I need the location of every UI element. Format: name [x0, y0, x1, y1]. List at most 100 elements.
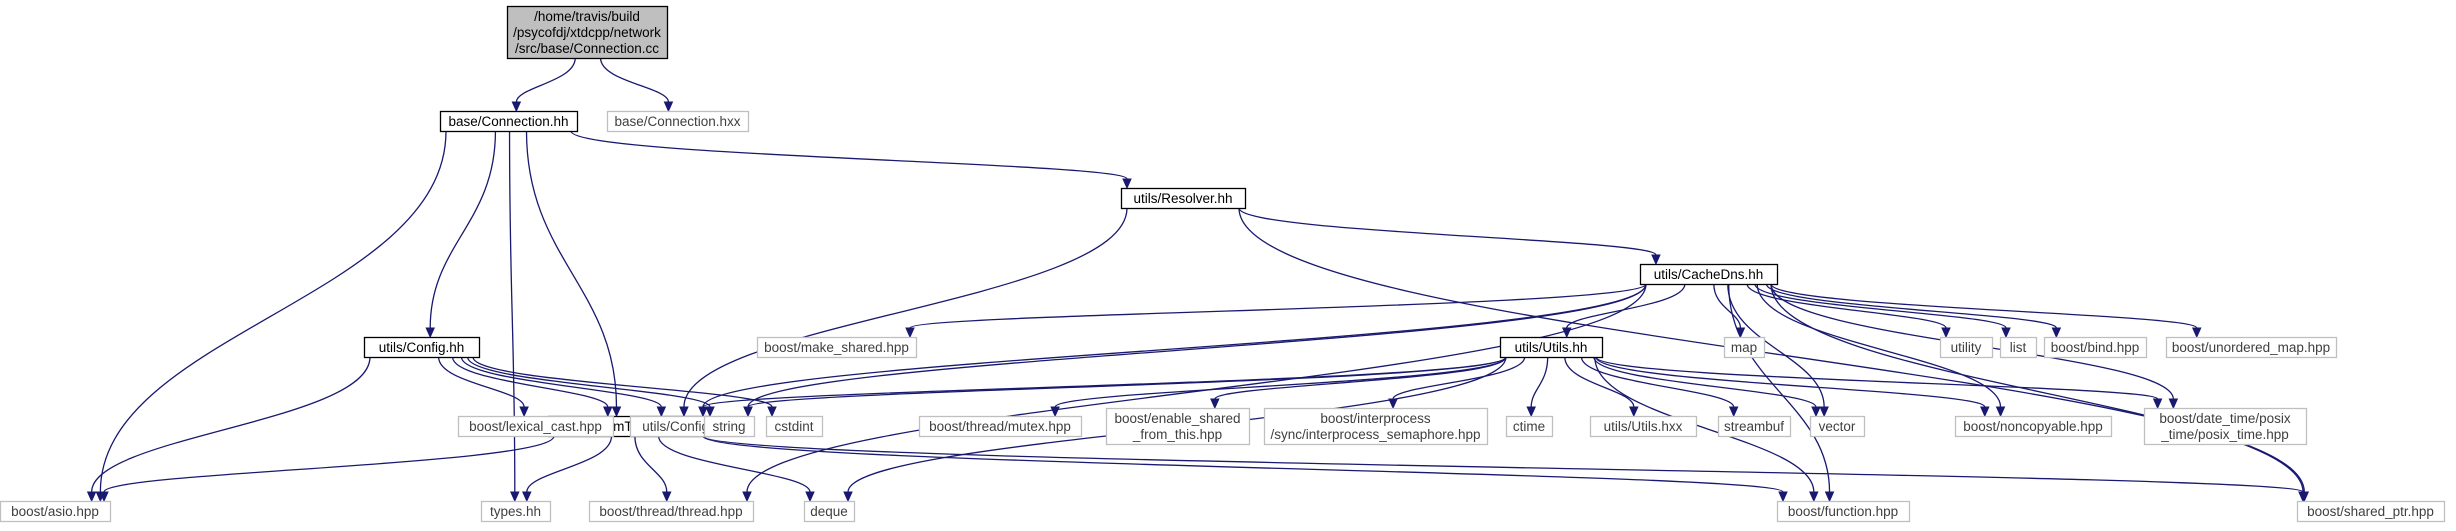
edge-config-lexical_cast	[437, 356, 529, 418]
node-noncopyable: boost/noncopyable.hpp	[1954, 415, 2113, 438]
node-root[interactable]: /home/travis/build/psycofdj/xtdcpp/netwo…	[506, 5, 669, 60]
edge-utils-string	[743, 356, 1507, 418]
node-box	[1639, 263, 1779, 286]
node-label: streambuf	[1724, 419, 1784, 434]
node-bind: boost/bind.hpp	[2043, 336, 2148, 359]
node-box	[918, 415, 1083, 438]
node-label: base/Connection.hh	[448, 114, 568, 129]
node-label: utility	[1951, 340, 1982, 355]
edge-cachedns-utils	[1561, 283, 1686, 339]
node-box	[1717, 415, 1792, 438]
edge-config-string	[466, 356, 715, 418]
edge-utils-posix_time	[1595, 356, 2163, 410]
edge-cachedns-make_shared	[905, 283, 1647, 339]
node-box	[480, 500, 552, 523]
node-label: boost/thread/mutex.hpp	[929, 419, 1071, 434]
edge-cachedns-shared_ptr	[1770, 283, 2310, 503]
node-label: boost/interprocess	[1320, 411, 1431, 426]
edge-config-asio	[86, 356, 371, 503]
node-box	[1120, 187, 1247, 210]
node-box	[703, 415, 756, 438]
node-label: /home/travis/build	[534, 9, 640, 24]
edge-conn_hh-commtype	[525, 130, 622, 418]
edge-utils-enable_shared	[1210, 356, 1507, 410]
node-label: deque	[810, 504, 848, 519]
node-box	[2143, 407, 2308, 446]
node-label: boost/unordered_map.hpp	[2172, 340, 2330, 355]
node-list: list	[1999, 336, 2038, 359]
edge-utils-vector	[1593, 356, 1821, 418]
node-types: types.hh	[480, 500, 552, 523]
node-conn-hh[interactable]: base/Connection.hh	[439, 110, 579, 133]
node-label: boost/enable_shared	[1114, 411, 1240, 426]
edge-resolver-commtype	[679, 207, 1128, 418]
node-deque: deque	[803, 500, 856, 523]
node-label: _time/posix_time.hpp	[2160, 427, 2289, 442]
node-box	[1939, 336, 1994, 359]
node-label: boost/date_time/posix	[2159, 411, 2291, 426]
node-box	[1999, 336, 2038, 359]
node-label: /sync/interprocess_semaphore.hpp	[1270, 427, 1480, 442]
node-lexical-cast: boost/lexical_cast.hpp	[457, 415, 615, 438]
node-box	[2165, 336, 2338, 359]
edge-config-commtype	[451, 356, 613, 418]
node-label: base/Connection.hxx	[614, 114, 740, 129]
node-label: utils/Resolver.hh	[1133, 191, 1232, 206]
edge-conn_hh-config	[425, 130, 497, 339]
node-box	[363, 336, 481, 359]
node-ctime: ctime	[1505, 415, 1554, 438]
node-asio: boost/asio.hpp	[0, 500, 112, 523]
node-layer: /home/travis/build/psycofdj/xtdcpp/netwo…	[0, 5, 2446, 523]
edge-utils-streambuf	[1580, 356, 1739, 418]
node-utils[interactable]: utils/Utils.hh	[1499, 336, 1604, 359]
edge-cachedns-list	[1754, 283, 2011, 339]
node-string: string	[703, 415, 756, 438]
node-label: list	[2010, 340, 2027, 355]
edge-commtype-shared_ptr	[702, 435, 2308, 503]
node-label: vector	[1819, 419, 1856, 434]
node-box	[1723, 336, 1766, 359]
node-resolver[interactable]: utils/Resolver.hh	[1120, 187, 1247, 210]
node-label: boost/lexical_cast.hpp	[469, 419, 602, 434]
node-utils-hxx: utils/Utils.hxx	[1589, 415, 1698, 438]
edge-commtype-deque	[657, 435, 815, 503]
edge-conn_hh-types	[508, 130, 520, 503]
node-box	[506, 5, 669, 60]
node-config[interactable]: utils/Config.hh	[363, 336, 481, 359]
node-box	[439, 110, 579, 133]
edge-commtype-asio	[99, 435, 555, 503]
node-label: boost/thread/thread.hpp	[599, 504, 742, 519]
node-box	[1505, 415, 1554, 438]
node-label: map	[1731, 340, 1757, 355]
edge-utils-utils_hxx	[1564, 356, 1639, 418]
edge-cachedns-thread	[742, 283, 1647, 503]
node-cstdint: cstdint	[765, 415, 824, 438]
edge-utils-interprocess	[1388, 356, 1526, 410]
edge-cachedns-utility	[1746, 283, 1951, 339]
node-enable-shared: boost/enable_shared_from_this.hpp	[1105, 407, 1251, 446]
edge-commtype-thread	[634, 435, 672, 503]
edge-utils-ctime	[1526, 356, 1549, 418]
node-box	[2043, 336, 2148, 359]
node-conn-hxx: base/Connection.hxx	[606, 110, 750, 133]
edge-conn_hh-asio	[95, 130, 447, 503]
node-box	[0, 500, 112, 523]
node-box	[1105, 407, 1251, 446]
node-vector: vector	[1809, 415, 1866, 438]
node-label: _from_this.hpp	[1132, 427, 1222, 442]
edge-config-config_hxx	[460, 356, 667, 418]
node-shared-ptr: boost/shared_ptr.hpp	[2296, 500, 2446, 523]
node-label: boost/make_shared.hpp	[764, 340, 909, 355]
edge-commtype-function	[702, 435, 1788, 503]
node-map: map	[1723, 336, 1766, 359]
node-label: utils/Config.hh	[379, 340, 465, 355]
edge-cachedns-bind	[1765, 283, 2062, 339]
node-cachedns[interactable]: utils/CacheDns.hh	[1639, 263, 1779, 286]
node-box	[1499, 336, 1604, 359]
node-label: utils/Utils.hh	[1515, 340, 1588, 355]
node-box	[588, 500, 755, 523]
node-posix-time: boost/date_time/posix_time/posix_time.hp…	[2143, 407, 2308, 446]
edge-config-cstdint	[472, 356, 777, 418]
edge-utils-mutex	[1050, 356, 1507, 418]
